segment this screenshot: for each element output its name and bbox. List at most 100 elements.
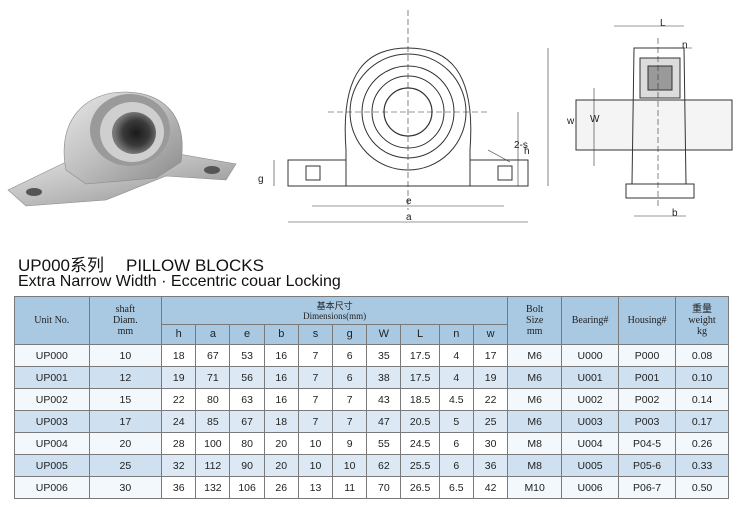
header-dimensions: 基本尺寸 Dimensions(mm) (161, 296, 509, 325)
cell-L: 17.5 (400, 344, 440, 367)
cell-s: 13 (297, 476, 334, 499)
cell-bolt: M6 (507, 366, 563, 389)
cell-d: 25 (88, 454, 163, 477)
cell-w: 17 (472, 344, 509, 367)
label-w: w (567, 116, 575, 127)
label-a: a (406, 212, 412, 223)
cell-unit: UP002 (14, 388, 90, 411)
header-unit-no: Unit No. (14, 296, 90, 345)
cell-W: 35 (366, 344, 402, 367)
product-photo (7, 91, 237, 207)
cell-housing: P003 (618, 410, 677, 433)
label-b: b (672, 208, 678, 219)
cell-h: 28 (161, 432, 197, 455)
side-view-drawing (575, 25, 733, 217)
cell-b: 16 (263, 344, 299, 367)
cell-bolt: M6 (507, 410, 563, 433)
cell-a: 71 (195, 366, 231, 389)
cell-unit: UP006 (14, 476, 90, 499)
product-name: PILLOW BLOCKS (125, 256, 264, 275)
cell-e: 106 (229, 476, 265, 499)
label-h: h (524, 146, 530, 157)
cell-b: 20 (263, 454, 299, 477)
label-g: g (258, 174, 264, 185)
cell-a: 100 (195, 432, 231, 455)
cell-unit: UP004 (14, 432, 90, 455)
cell-a: 85 (195, 410, 231, 433)
cell-g: 11 (332, 476, 368, 499)
cell-bolt: M8 (507, 432, 563, 455)
header-housing: Housing# (618, 296, 677, 345)
cell-s: 7 (297, 410, 334, 433)
cell-bearing: U001 (561, 366, 620, 389)
spec-table: Unit No. shaft Diam. mm 基本尺寸 Dimensions(… (14, 296, 729, 499)
cell-weight: 0.17 (675, 410, 729, 433)
header-b: b (263, 324, 299, 345)
cell-w: 25 (472, 410, 509, 433)
header-bearing: Bearing# (561, 296, 620, 345)
product-subtitle: Extra Narrow Width · Eccentric couar Loc… (18, 273, 341, 290)
cell-h: 22 (161, 388, 197, 411)
cell-g: 10 (332, 454, 368, 477)
cell-W: 47 (366, 410, 402, 433)
cell-g: 6 (332, 366, 368, 389)
cell-L: 20.5 (400, 410, 440, 433)
cell-n: 4 (438, 366, 474, 389)
cell-unit: UP005 (14, 454, 90, 477)
cell-b: 26 (263, 476, 299, 499)
cell-e: 67 (229, 410, 265, 433)
cell-h: 24 (161, 410, 197, 433)
cell-L: 17.5 (400, 366, 440, 389)
header-s: s (297, 324, 334, 345)
cell-n: 5 (438, 410, 474, 433)
cell-housing: P05-6 (618, 454, 677, 477)
cell-d: 30 (88, 476, 163, 499)
cell-n: 4.5 (438, 388, 474, 411)
series-label: UP000系列 (18, 256, 104, 275)
cell-a: 132 (195, 476, 231, 499)
header-w: w (472, 324, 509, 345)
cell-housing: P04-5 (618, 432, 677, 455)
cell-n: 6 (438, 454, 474, 477)
cell-g: 7 (332, 388, 368, 411)
cell-L: 25.5 (400, 454, 440, 477)
cell-h: 19 (161, 366, 197, 389)
cell-s: 10 (297, 454, 334, 477)
cell-h: 18 (161, 344, 197, 367)
cell-L: 18.5 (400, 388, 440, 411)
cell-w: 36 (472, 454, 509, 477)
cell-g: 9 (332, 432, 368, 455)
header-n: n (438, 324, 474, 345)
cell-n: 4 (438, 344, 474, 367)
cell-e: 63 (229, 388, 265, 411)
front-view-drawing (273, 10, 549, 223)
cell-W: 62 (366, 454, 402, 477)
cell-weight: 0.26 (675, 432, 729, 455)
cell-w: 30 (472, 432, 509, 455)
cell-b: 16 (263, 366, 299, 389)
header-bolt-size: Bolt Size mm (507, 296, 563, 345)
cell-W: 43 (366, 388, 402, 411)
cell-n: 6 (438, 432, 474, 455)
cell-housing: P002 (618, 388, 677, 411)
cell-housing: P001 (618, 366, 677, 389)
cell-d: 12 (88, 366, 163, 389)
cell-bearing: U000 (561, 344, 620, 367)
header-a: a (195, 324, 231, 345)
cell-w: 19 (472, 366, 509, 389)
header-g: g (332, 324, 368, 345)
cell-e: 90 (229, 454, 265, 477)
cell-d: 17 (88, 410, 163, 433)
cell-bolt: M8 (507, 454, 563, 477)
cell-h: 36 (161, 476, 197, 499)
cell-bearing: U003 (561, 410, 620, 433)
cell-bearing: U004 (561, 432, 620, 455)
cell-unit: UP001 (14, 366, 90, 389)
cell-g: 7 (332, 410, 368, 433)
header-W: W (366, 324, 402, 345)
